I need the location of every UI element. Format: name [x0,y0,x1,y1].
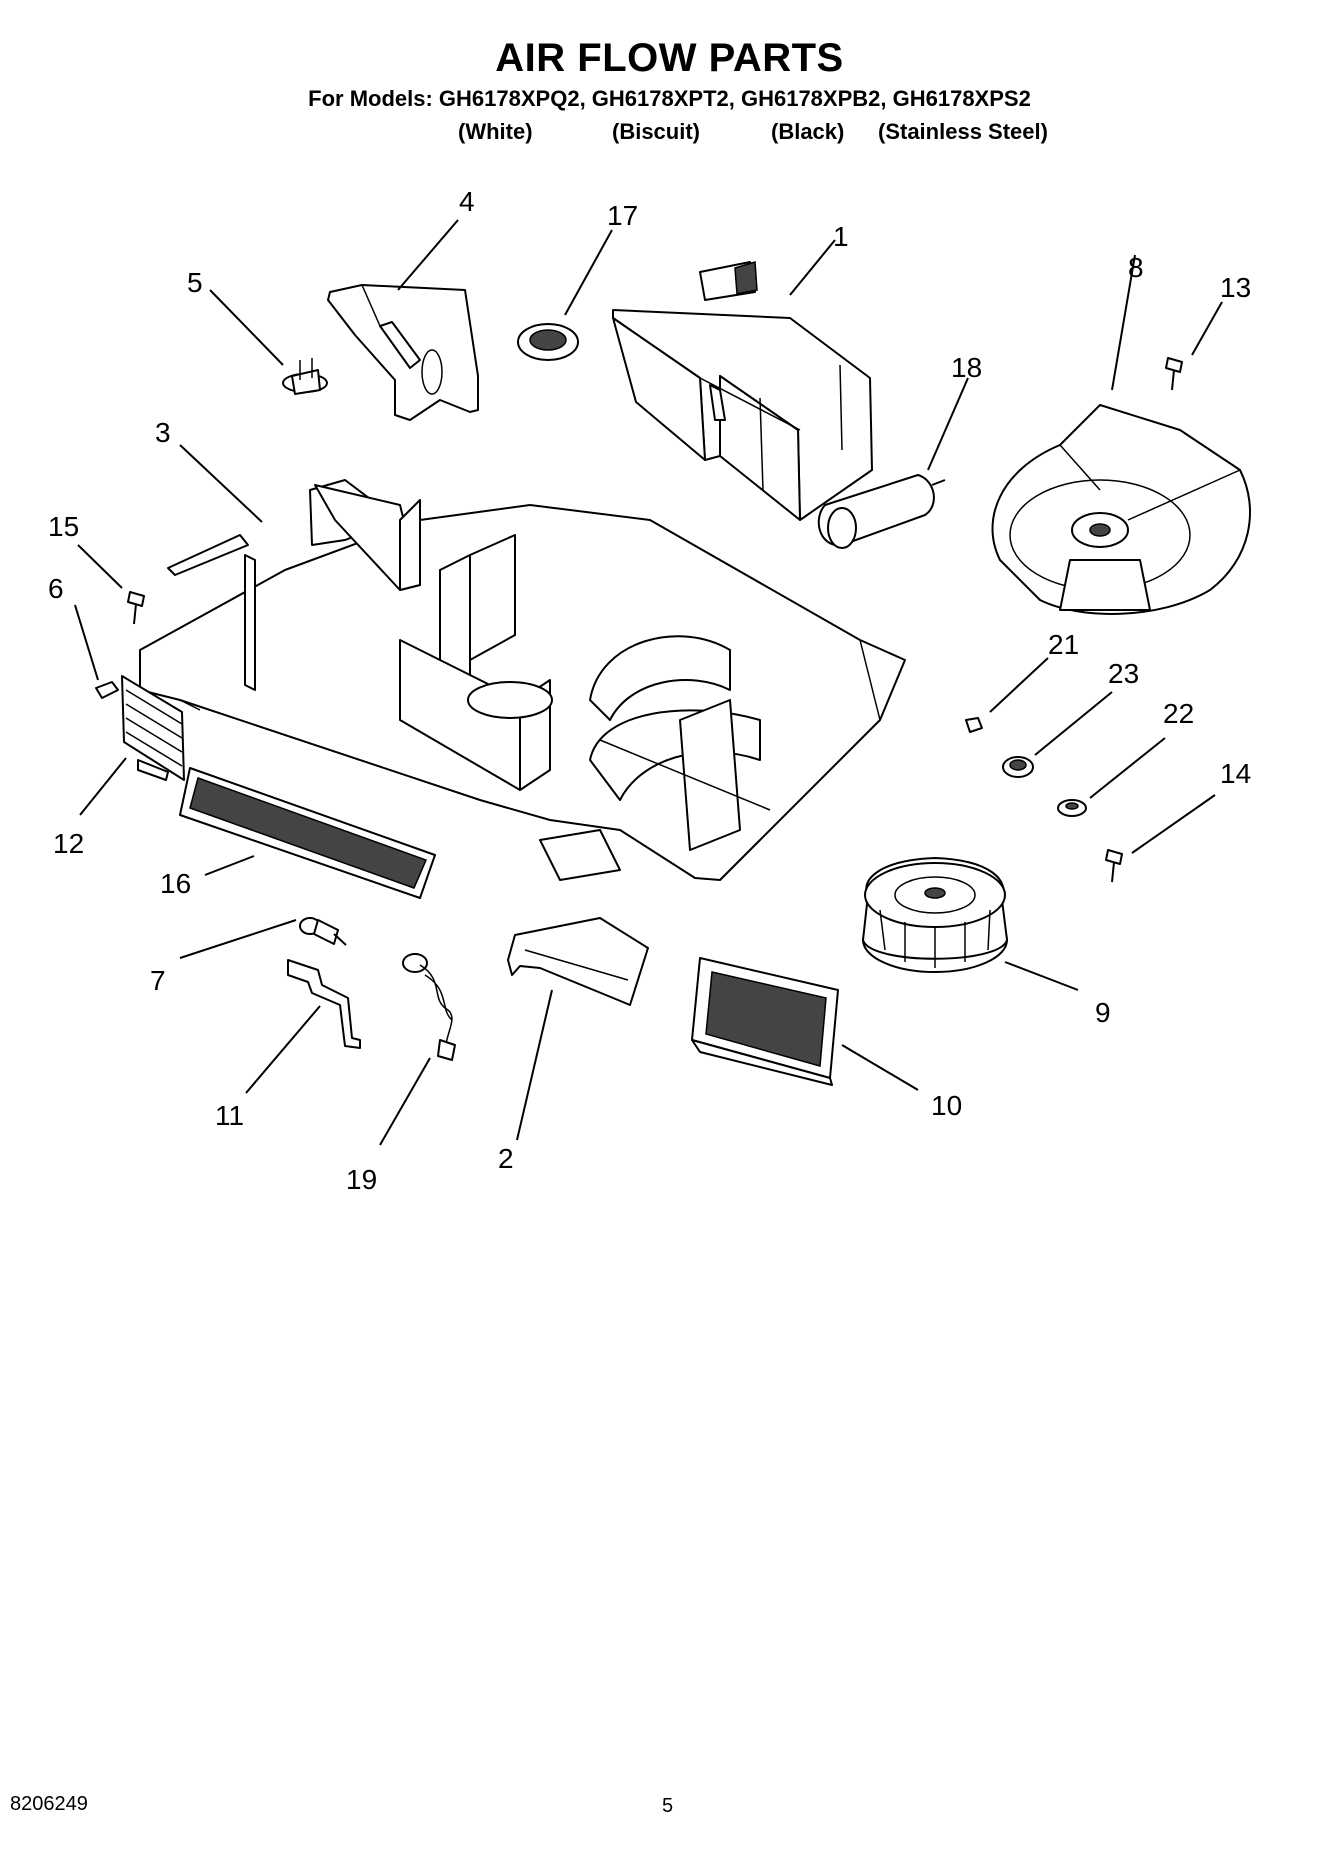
variant-black: (Black) [771,119,845,144]
part-12-vent-grille [121,675,185,781]
part-7-lamp [299,917,347,946]
callout-17: 17 [607,200,638,231]
part-22-nut [1057,799,1087,817]
part-13-screw [1165,357,1183,391]
callout-labels: 1 2 3 4 5 6 7 8 9 10 11 12 13 14 15 16 1… [48,186,1251,1195]
callout-9: 9 [1095,997,1111,1028]
callout-15: 15 [48,511,79,542]
callout-4: 4 [459,186,475,217]
callout-8: 8 [1128,252,1144,283]
callout-13: 13 [1220,272,1251,303]
variant-white: (White) [458,119,533,144]
callout-21: 21 [1048,629,1079,660]
part-6-clip [95,681,119,699]
part-11-switch-bracket [287,959,361,1049]
callout-22: 22 [1163,698,1194,729]
callout-12: 12 [53,828,84,859]
callout-10: 10 [931,1090,962,1121]
part-5-thermostat [282,358,328,395]
callout-6: 6 [48,573,64,604]
callout-11: 11 [215,1100,244,1131]
part-21-nut [965,717,983,733]
page-title: AIR FLOW PARTS [495,36,844,80]
part-14-screw [1105,849,1123,883]
document-number: 8206249 [10,1793,88,1815]
part-19-wire-harness [402,953,456,1061]
leader-lines [74,219,1223,1146]
part-9-blower-wheel [862,857,1008,973]
part-1-air-duct [612,261,873,521]
callout-2: 2 [498,1143,514,1174]
variant-stainless-steel: (Stainless Steel) [878,119,1048,144]
page-number: 5 [662,1795,674,1817]
part-16-grille-strip [179,767,436,899]
part-17-grommet [517,323,579,361]
callout-14: 14 [1220,758,1251,789]
callout-18: 18 [951,352,982,383]
part-8-blower-housing [991,404,1251,615]
models-line: For Models: GH6178XPQ2, GH6178XPT2, GH61… [308,86,1031,111]
part-2-cover [507,917,649,1006]
callout-19: 19 [346,1164,377,1195]
callout-23: 23 [1108,658,1139,689]
part-3-base-plate [139,384,906,881]
callout-7: 7 [150,965,166,996]
callout-16: 16 [160,868,191,899]
callout-3: 3 [155,417,171,448]
part-10-grease-filter [691,957,839,1086]
callout-1: 1 [833,221,849,252]
part-18-capacitor [817,474,946,549]
part-4-bracket [327,284,479,421]
variant-biscuit: (Biscuit) [612,119,700,144]
callout-5: 5 [187,267,203,298]
part-15-screw [127,591,145,625]
part-23-cap [1002,756,1034,778]
